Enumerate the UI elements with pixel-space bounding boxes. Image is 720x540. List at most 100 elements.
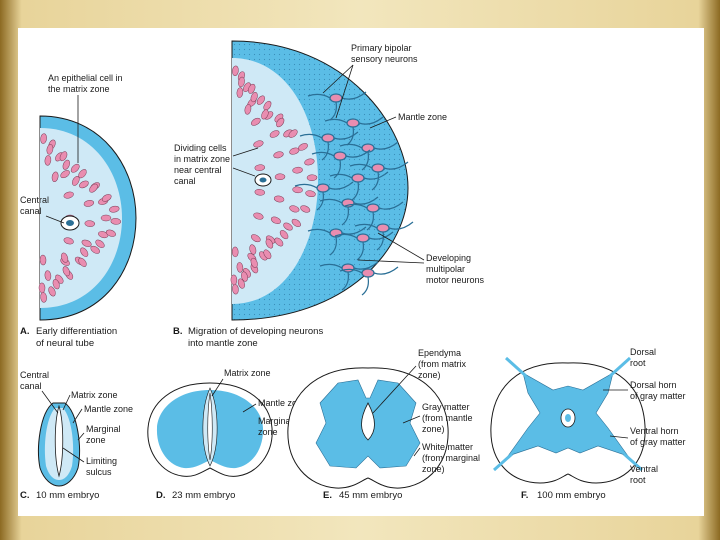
svg-text:Developing: Developing [426, 253, 471, 263]
matrix-cell [44, 155, 52, 166]
matrix-cell [231, 246, 239, 258]
svg-text:of gray matter: of gray matter [630, 391, 686, 401]
matrix-cell [241, 271, 248, 282]
f-letter: F. [521, 490, 528, 501]
a-epithelial-label-2: the matrix zone [48, 84, 110, 94]
matrix-cell [237, 278, 245, 289]
svg-text:Primary bipolar: Primary bipolar [351, 43, 412, 53]
matrix-cell [90, 245, 100, 254]
matrix-cell [273, 195, 285, 203]
svg-text:White matter: White matter [422, 442, 473, 452]
neuron-process [354, 221, 414, 251]
svg-text:(from marginal: (from marginal [422, 453, 480, 463]
a-epithelial-label-1: An epithelial cell in [48, 73, 123, 83]
panel-b-labels: Primary bipolar sensory neurons Mantle z… [173, 43, 485, 349]
matrix-cell [292, 186, 303, 194]
neuron-cell [366, 203, 380, 213]
f-ventral-horn-label-2: of gray matter [630, 437, 686, 447]
neuron-process [307, 226, 367, 256]
f-dorsal-horn-label-2: of gray matter [630, 391, 686, 401]
svg-text:Marginal: Marginal [86, 424, 121, 434]
matrix-cell [274, 173, 286, 181]
matrix-cell [62, 159, 70, 170]
matrix-cell [236, 87, 244, 98]
neuron-process [307, 91, 367, 121]
svg-text:root: root [630, 358, 646, 368]
svg-text:Ventral: Ventral [630, 464, 658, 474]
e-caption: 45 mm embryo [339, 490, 402, 501]
panel-a-labels: An epithelial cell in the matrix zone Ce… [20, 73, 123, 349]
d-caption: 23 mm embryo [172, 490, 235, 501]
a-caption-1: Early differentiation [36, 326, 117, 337]
neuron-process [319, 261, 379, 291]
svg-text:canal: canal [20, 381, 42, 391]
svg-text:multipolar: multipolar [426, 264, 465, 274]
matrix-cell [63, 191, 74, 199]
matrix-cell [105, 229, 116, 237]
b-dividing-label-3: near central [174, 165, 222, 175]
neuron-cell [341, 263, 355, 273]
e-white-label-3: zone) [422, 464, 445, 474]
f-dorsal-root-label-2: root [630, 358, 646, 368]
svg-text:zone): zone) [418, 370, 441, 380]
panel-e-diagram [287, 367, 449, 489]
matrix-cell [304, 158, 315, 166]
a-canal-label-1: Central [20, 195, 49, 205]
b-caption-2: into mantle zone [188, 338, 258, 349]
c-marginal-label-2: zone [86, 435, 106, 445]
c-sulcus-label-2: sulcus [86, 467, 112, 477]
svg-text:Dorsal: Dorsal [630, 347, 656, 357]
matrix-cell [101, 194, 112, 202]
matrix-cell [52, 279, 60, 290]
panel-d-diagram [147, 382, 273, 477]
figure-panel: An epithelial cell in the matrix zone Ce… [18, 28, 704, 516]
matrix-cell [265, 238, 274, 249]
b-letter: B. [173, 326, 183, 337]
f-dorsal-root-label-1: Dorsal [630, 347, 656, 357]
e-white-label-2: (from marginal [422, 453, 480, 463]
panel-c-diagram [38, 402, 80, 487]
e-ependyma-label-1: Ependyma [418, 348, 461, 358]
b-multipolar-label-2: multipolar [426, 264, 465, 274]
panel-b-diagram [230, 40, 414, 321]
a-caption-2: of neural tube [36, 338, 94, 349]
matrix-cell [253, 212, 264, 220]
panel-e-labels: Ependyma (from matrix zone) Gray matter … [323, 348, 480, 501]
b-multipolar-label-3: motor neurons [426, 275, 485, 285]
panel-b-neurons [294, 91, 414, 296]
panel-d-labels: Matrix zone Mantle zone Marginal zone D.… [156, 368, 307, 501]
a-letter: A. [20, 326, 30, 337]
matrix-cell [254, 164, 266, 171]
matrix-cell [291, 218, 301, 227]
e-white-label-1: White matter [422, 442, 473, 452]
neuron-process [311, 149, 371, 179]
svg-text:motor neurons: motor neurons [426, 275, 485, 285]
neuron-cell [341, 198, 355, 208]
panel-b-matrix-cells [230, 65, 318, 295]
matrix-cell [51, 171, 59, 182]
neuron-cell [371, 163, 385, 173]
matrix-cell [61, 252, 69, 263]
neuron-cell [361, 268, 375, 278]
matrix-cell [288, 129, 298, 138]
svg-text:the matrix zone: the matrix zone [48, 84, 110, 94]
svg-text:zone: zone [258, 427, 278, 437]
neuron-cell [316, 183, 330, 193]
panel-a-cells [38, 133, 122, 303]
matrix-cell [48, 286, 56, 297]
d-mantle-label: Mantle zone [258, 398, 307, 408]
matrix-cell [250, 257, 258, 268]
b-mantle-label: Mantle zone [398, 112, 447, 122]
svg-text:Central: Central [20, 195, 49, 205]
svg-text:zone: zone [86, 435, 106, 445]
matrix-cell [249, 244, 257, 255]
neuron-cell [376, 223, 390, 233]
matrix-cell [238, 76, 245, 88]
matrix-cell [83, 200, 95, 207]
neuron-process [329, 171, 389, 201]
svg-text:Marginal: Marginal [258, 416, 293, 426]
svg-text:of gray matter: of gray matter [630, 437, 686, 447]
matrix-cell [72, 176, 80, 186]
matrix-cell [283, 222, 293, 231]
b-bipolar-label-1: Primary bipolar [351, 43, 412, 53]
